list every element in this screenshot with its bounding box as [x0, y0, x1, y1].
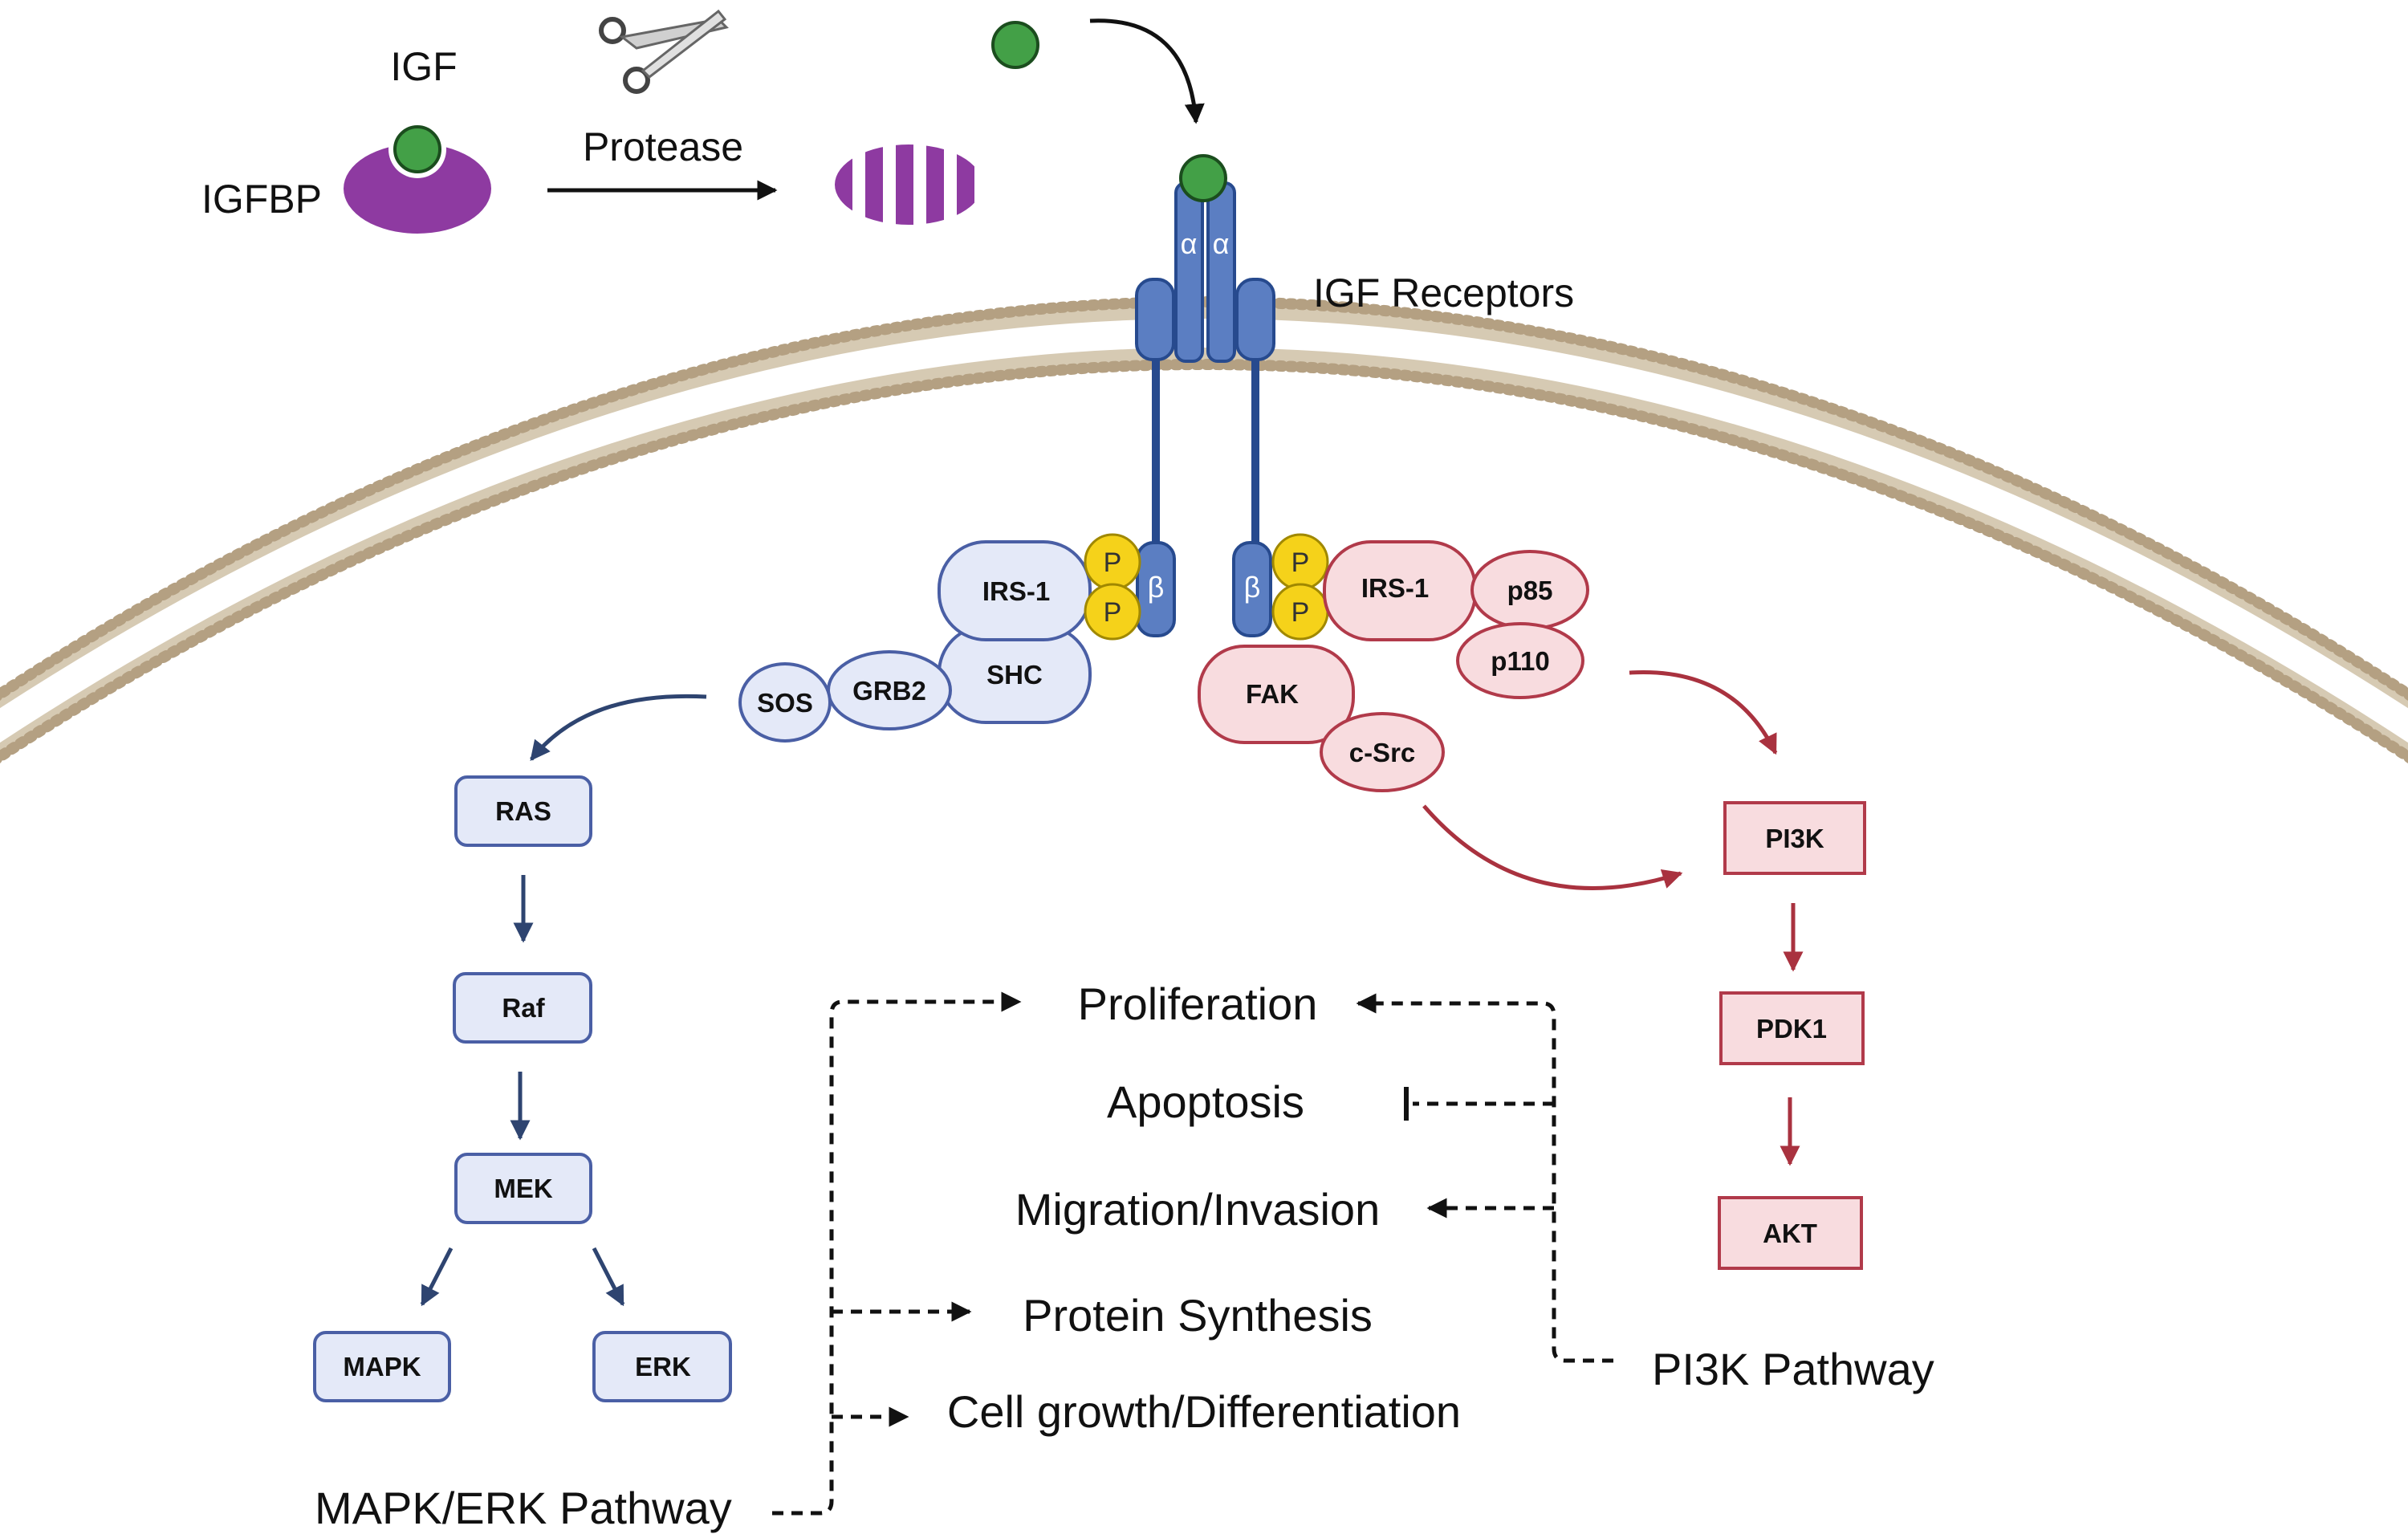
left-phospho-top: P — [1104, 547, 1122, 578]
mek-to-mapk-arrow — [420, 1247, 454, 1307]
cleaved-igfbp — [835, 144, 982, 225]
left-signaling-complex — [738, 533, 1141, 743]
p85-label: p85 — [1507, 576, 1553, 605]
receptors-label: IGF Receptors — [1313, 271, 1574, 315]
igfbp-protein — [344, 144, 491, 234]
sos-label: SOS — [757, 688, 813, 718]
p110-label: p110 — [1491, 646, 1549, 676]
raf-box — [453, 972, 592, 1044]
pdk1-label: PDK1 — [1756, 1014, 1827, 1044]
raf-label: Raf — [502, 993, 545, 1023]
mapk-erk-pathway-label: MAPK/ERK Pathway — [315, 1483, 732, 1533]
outcome-apoptosis: Apoptosis — [1107, 1076, 1304, 1127]
grb2-label: GRB2 — [852, 676, 926, 706]
p110-to-pi3k-arrow — [1629, 669, 1778, 755]
csrc-to-pi3k-arrow — [1422, 804, 1683, 890]
pdk1-box — [1719, 991, 1865, 1065]
beta-left: β — [1148, 571, 1165, 604]
beta-right: β — [1244, 571, 1261, 604]
right-phospho-top: P — [1291, 547, 1310, 578]
alpha-right: α — [1213, 227, 1230, 260]
left-irs1-label: IRS-1 — [982, 576, 1050, 606]
outcome-cell-growth: Cell growth/Differentiation — [947, 1386, 1461, 1437]
mek-to-erk-arrow — [592, 1247, 625, 1307]
erk-label: ERK — [635, 1352, 691, 1381]
pi3k-pathway-label: PI3K Pathway — [1652, 1344, 1934, 1394]
scissors-icon — [599, 9, 729, 94]
free-igf — [991, 21, 1039, 69]
right-irs1-label: IRS-1 — [1361, 573, 1429, 603]
protease-label: Protease — [583, 124, 743, 169]
outcome-protein-synthesis: Protein Synthesis — [1023, 1290, 1373, 1341]
mek-label: MEK — [494, 1174, 553, 1203]
right-signaling-complex — [1198, 533, 1589, 792]
shc-label: SHC — [986, 660, 1043, 690]
igfbp-label: IGFBP — [201, 177, 322, 222]
outcome-migration: Migration/Invasion — [1015, 1184, 1380, 1235]
csrc-label: c-Src — [1349, 738, 1416, 767]
akt-box — [1718, 1196, 1863, 1270]
igf-receptor — [1135, 154, 1275, 637]
right-phospho-bottom: P — [1291, 597, 1310, 628]
pi3k-effect-connectors — [1356, 993, 1613, 1363]
pi3k-box — [1723, 801, 1866, 875]
mapk-box — [313, 1331, 451, 1402]
sos-to-ras-arrow — [530, 694, 707, 761]
alpha-left: α — [1181, 227, 1198, 260]
fak-label: FAK — [1246, 679, 1299, 709]
left-phospho-bottom: P — [1104, 597, 1122, 628]
mapk-erk-effect-connectors — [772, 991, 1022, 1516]
erk-box — [592, 1331, 732, 1402]
igf-binding-arrow — [1089, 18, 1205, 124]
mek-box — [454, 1153, 592, 1224]
akt-label: AKT — [1763, 1219, 1817, 1248]
igf-ligand — [393, 125, 441, 173]
receptor-bound-igf — [1179, 154, 1227, 202]
ras-label: RAS — [495, 796, 551, 826]
igf-label: IGF — [390, 44, 457, 89]
mapk-label: MAPK — [343, 1352, 421, 1381]
pi3k-label: PI3K — [1765, 824, 1824, 853]
ras-box — [454, 775, 592, 847]
outcome-proliferation: Proliferation — [1078, 979, 1318, 1029]
